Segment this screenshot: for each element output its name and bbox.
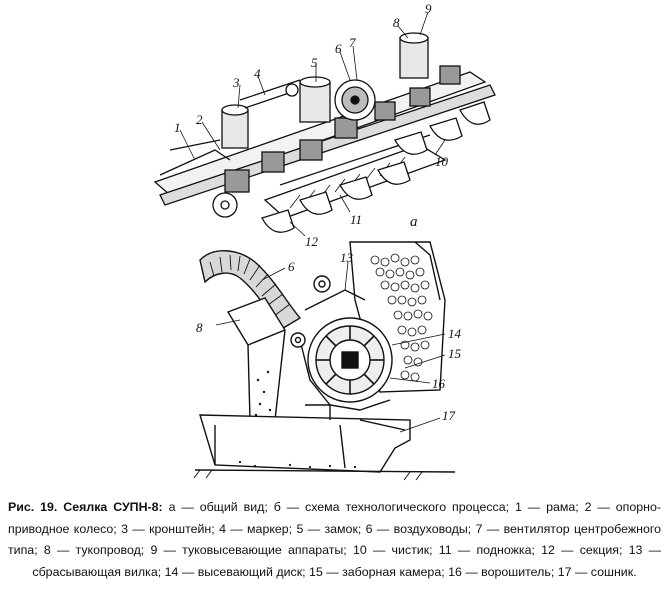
figure-caption: Рис. 19. Сеялка СУПН-8: а — общий вид; б…: [8, 497, 661, 583]
seeder-figure: 1 2 3 4 5 6 7 8 9 10 11 12 а: [153, 1, 496, 481]
callout-9: 9: [425, 1, 432, 16]
caption-item: 4 — маркер;: [219, 521, 297, 536]
callout-1: 1: [174, 120, 181, 135]
caption-item: 8 — тукопровод;: [43, 543, 151, 557]
callout-7: 7: [349, 35, 356, 50]
callout-b-15: 15: [448, 346, 462, 361]
caption-item: 5 — замок;: [296, 521, 366, 536]
caption-item: 6 — воздуховоды;: [365, 521, 476, 536]
caption-item: 3 — кронштейн;: [121, 521, 220, 536]
callout-8: 8: [393, 15, 400, 30]
caption-item: 15 — заборная камера;: [309, 564, 449, 579]
caption-item: б — схема технологического процесса;: [273, 500, 515, 514]
panel-a-general-view: 1 2 3 4 5 6 7 8 9 10 11 12 а: [153, 1, 496, 249]
caption-item: 14 — высевающий диск;: [164, 564, 310, 579]
callout-b-17: 17: [442, 408, 456, 423]
callout-b-6: 6: [288, 259, 295, 274]
callout-5: 5: [311, 55, 318, 70]
callout-b-16: 16: [432, 376, 446, 391]
callout-b-8: 8: [196, 320, 203, 335]
callout-3: 3: [232, 75, 240, 90]
caption-item: 12 — секция;: [541, 543, 629, 557]
callout-11: 11: [350, 212, 362, 227]
caption-item: 16 — ворошитель;: [448, 564, 558, 579]
callout-b-14: 14: [448, 326, 462, 341]
panel-b-process-scheme: 6 8 13 14 15 16 17: [193, 241, 462, 481]
caption-item: 13 — сбрасывающая вилка;: [32, 543, 661, 579]
caption-item: 1 — рама;: [514, 500, 585, 514]
callout-12: 12: [305, 234, 319, 249]
caption-item: а — общий вид;: [168, 500, 274, 514]
caption-item: 11 — подножка;: [438, 543, 542, 557]
caption-item: 10 — чистик;: [352, 543, 439, 557]
callout-4: 4: [254, 66, 261, 81]
caption-item: 9 — туковысевающие аппараты;: [150, 543, 353, 557]
caption-heading: Рис. 19. Сеялка СУПН-8:: [8, 500, 163, 514]
callout-6: 6: [335, 41, 342, 56]
caption-item: 7 — вентилятор центробежного типа;: [8, 521, 661, 558]
callout-10: 10: [435, 154, 449, 169]
callout-b-13: 13: [340, 250, 354, 265]
caption-item: 17 — сошник.: [557, 564, 637, 579]
panel-a-label: а: [410, 214, 418, 230]
callout-2: 2: [196, 112, 203, 127]
caption-item: 2 — опорно-приводное колесо;: [8, 500, 661, 536]
